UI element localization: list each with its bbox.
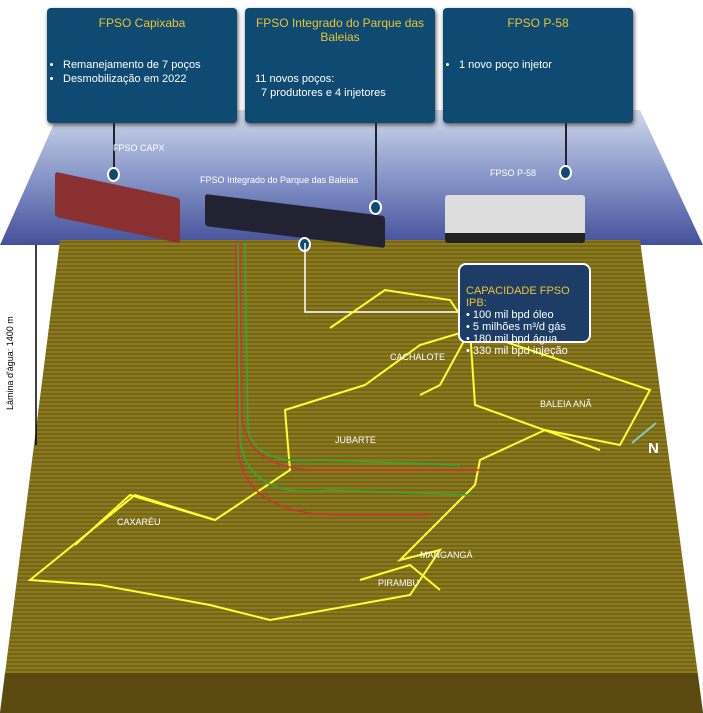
capacity-item: • 100 mil bpd óleo — [466, 309, 554, 321]
depth-label: Lâmina d'água: 1400 m — [5, 316, 15, 410]
card-fpso-p58: FPSO P-58 1 novo poço injetor — [443, 8, 633, 123]
north-arrow-icon — [631, 422, 657, 444]
flowline — [244, 242, 461, 466]
ship-label-p58: FPSO P-58 — [490, 168, 537, 178]
field-label-caxareu: CAXARÉU — [117, 517, 161, 527]
connector-line — [113, 123, 115, 171]
field-outline-baleia-ana — [469, 329, 601, 451]
field-label-cachalote: CACHALOTE — [390, 352, 446, 362]
capacity-box: CAPACIDADE FPSO IPB: • 100 mil bpd óleo … — [458, 263, 591, 357]
flowline — [235, 242, 430, 516]
card-item: 7 produtores e 4 injetores — [261, 87, 386, 99]
field-label-jubarte: JUBARTE — [335, 435, 376, 445]
marker-dot — [559, 165, 572, 180]
card-title: FPSO Capixaba — [98, 16, 186, 30]
card-fpso-ipb: FPSO Integrado do Parque das Baleias 11 … — [245, 8, 435, 123]
capacity-item: • 180 mil bpd água — [466, 333, 558, 345]
ship-p58 — [445, 195, 585, 243]
field-outline-pirambu — [359, 563, 441, 591]
ship-label-ipb: FPSO Integrado do Parque das Baleias — [200, 175, 359, 185]
marker-dot — [369, 200, 382, 215]
card-title: FPSO Integrado do Parque das Baleias — [255, 16, 425, 44]
ship-label-capx: FPSO CAPX — [113, 143, 165, 153]
connector-line — [375, 123, 377, 201]
field-label-mangaga: MANGANGÁ — [420, 550, 473, 560]
card-item: Remanejamento de 7 poços — [63, 58, 237, 72]
capacity-title: CAPACIDADE FPSO IPB: — [466, 285, 570, 309]
field-outline — [27, 328, 652, 622]
marker-dot — [107, 167, 120, 182]
card-item: 11 novos poços: — [255, 73, 335, 85]
field-label-baleia-ana: BALEIA ANÃ — [540, 399, 592, 409]
field-label-pirambu: PIRAMBU — [378, 578, 420, 588]
connector-line — [304, 243, 458, 313]
card-fpso-capixaba: FPSO Capixaba Remanejamento de 7 poçosDe… — [47, 8, 237, 123]
connector-line — [565, 123, 567, 168]
flowline — [237, 242, 471, 496]
card-item: 1 novo poço injetor — [459, 58, 633, 72]
field-outline-cachalote — [329, 288, 472, 396]
capacity-item: • 5 milhões m³/d gás — [466, 321, 566, 333]
capacity-item: • 330 mil bpd injeção — [466, 345, 568, 357]
north-label: N — [648, 440, 659, 457]
card-title: FPSO P-58 — [507, 16, 569, 30]
flowline — [239, 242, 480, 471]
card-item: Desmobilização em 2022 — [63, 72, 237, 86]
field-outline-caxareu — [74, 493, 216, 546]
